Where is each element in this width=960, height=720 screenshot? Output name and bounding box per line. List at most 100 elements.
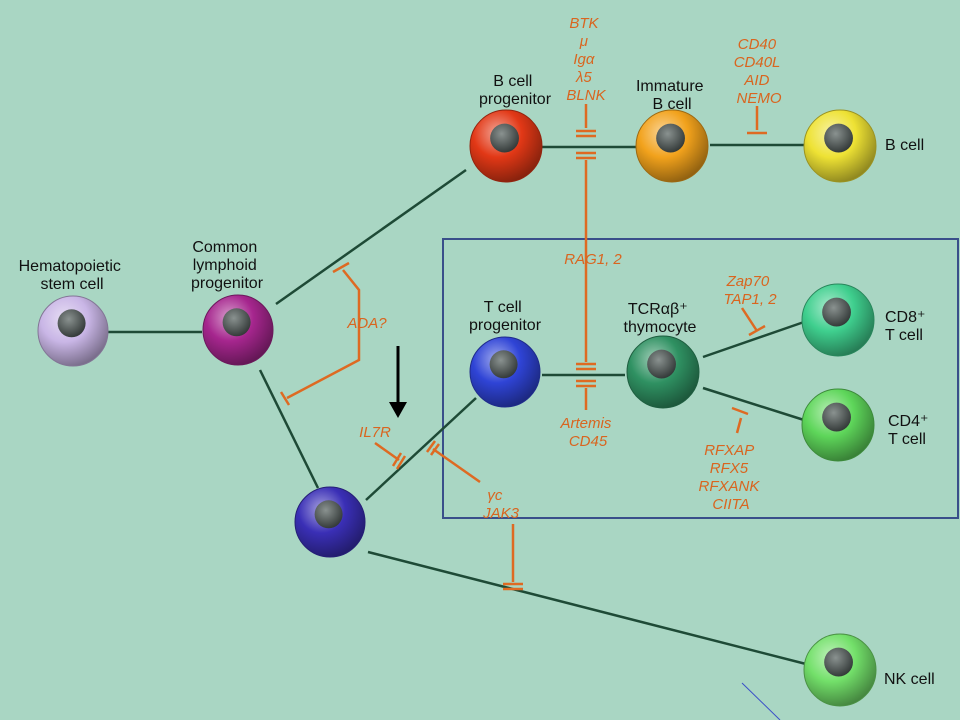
block-rfx-rfxap: RFXAP [704, 442, 754, 459]
label-nk-cell: NK cell [884, 671, 935, 688]
block-b-early-ig-alpha: Igα [573, 51, 595, 68]
label-thymocyte-line-1: TCRαβ⁺ [628, 301, 688, 318]
block-b-late-cd40: CD40 [738, 36, 777, 53]
cell-thymocyte [626, 335, 700, 409]
cell-nucleus [314, 500, 343, 529]
block-b-early-blnk: BLNK [566, 87, 606, 104]
cell-nucleus [822, 402, 851, 432]
label-thymocyte-line-2: thymocyte [624, 319, 697, 336]
block-b-late-nemo: NEMO [737, 90, 782, 107]
label-clp-line-3: progenitor [191, 275, 264, 292]
block-connectors [279, 104, 767, 591]
label-clp: Common lymphoid progenitor [191, 239, 264, 292]
block-artemis-label: Artemis [559, 415, 611, 432]
pathway-lines [108, 143, 807, 666]
block-b-early-btk: BTK [569, 15, 599, 32]
label-hsc: Hematopoietic stem cell [19, 258, 126, 293]
block-rfx-rfxank: RFXANK [698, 478, 760, 495]
pathway-nkprecursor-nkcell [367, 550, 807, 666]
ada-connector [286, 269, 361, 400]
cell-cd4 [801, 388, 875, 462]
il7r-bar-1 [391, 452, 403, 467]
pathway-clp-bprogenitor [275, 168, 467, 306]
label-b-progenitor: B cell progenitor [479, 73, 552, 108]
label-cd4-line-1: CD4⁺ [888, 413, 928, 430]
block-zap-tap: TAP1, 2 [723, 291, 777, 308]
label-immature-b: Immature B cell [636, 78, 708, 113]
cell-hsc [37, 295, 109, 367]
cell-nk-precursor [294, 486, 366, 558]
block-ada: ADA? [346, 315, 387, 332]
zap-block-bar [748, 324, 766, 337]
cell-b-cell [803, 109, 877, 183]
cell-t-progenitor [469, 336, 541, 408]
label-hsc-line-2: stem cell [40, 276, 103, 293]
block-rfx-rfx5: RFX5 [710, 460, 749, 477]
label-t-progenitor-line-1: T cell [484, 299, 522, 316]
block-b-late: CD40 CD40L AID NEMO [734, 36, 785, 107]
rfx-block-stem [735, 417, 743, 434]
block-rag: RAG1, 2 [564, 251, 622, 268]
cell-nucleus [490, 123, 519, 153]
cell-nucleus [824, 123, 853, 153]
zap-block-stem [740, 307, 759, 332]
rfx-block-bar [731, 406, 749, 416]
bottom-blue-line [741, 682, 781, 720]
block-il7r-label: IL7R [359, 424, 391, 441]
pathway-nkprecursor-tprogenitor [365, 397, 477, 501]
pathway-clp-nkprecursor [258, 369, 320, 489]
label-cd4: CD4⁺ T cell [888, 413, 933, 448]
ada-bar-bottom [279, 391, 291, 406]
cell-nucleus [489, 350, 518, 379]
label-immature-b-line-1: Immature [636, 78, 704, 95]
pathway-thymocyte-cd8 [702, 320, 805, 359]
block-b-early: BTK μ Igα λ5 BLNK [566, 15, 606, 104]
label-b-cell-line-1: B cell [885, 137, 924, 154]
block-rfx: RFXAP RFX5 RFXANK CIITA [698, 442, 763, 513]
label-cd8-line-1: CD8⁺ [885, 309, 925, 326]
il7r-stem [374, 441, 400, 462]
gamma-c-bar-2 [429, 443, 441, 456]
pathway-thymocyte-cd4 [702, 386, 805, 422]
block-gamma-c-jak3: JAK3 [482, 505, 520, 522]
label-t-progenitor: T cell progenitor [469, 299, 542, 334]
block-artemis: Artemis CD45 [559, 415, 615, 450]
block-gamma-c-label: γc [487, 487, 503, 504]
label-b-progenitor-line-2: progenitor [479, 91, 552, 108]
block-b-late-cd40l: CD40L [734, 54, 780, 71]
gamma-c-bar-1 [425, 440, 437, 453]
block-il7r: IL7R [359, 424, 391, 441]
cell-immature-b [635, 109, 709, 183]
il7r-bar-2 [395, 455, 407, 470]
down-arrow-icon [389, 346, 407, 418]
cell-nucleus [222, 308, 251, 337]
gamma-c-connector [432, 447, 481, 484]
block-b-late-aid: AID [743, 72, 769, 89]
cell-nucleus [647, 349, 676, 379]
cell-b-progenitor [469, 109, 543, 183]
block-b-early-mu: μ [579, 33, 588, 50]
label-nk-cell-line-1: NK cell [884, 671, 935, 688]
cell-nucleus [57, 309, 86, 338]
cell-nucleus [824, 647, 853, 677]
label-clp-line-2: lymphoid [193, 257, 257, 274]
block-ada-label: ADA? [346, 315, 387, 332]
block-artemis-cd45: CD45 [569, 433, 608, 450]
block-b-early-lambda5: λ5 [575, 69, 592, 86]
block-zap-zap70: Zap70 [726, 273, 770, 290]
block-rfx-ciita: CIITA [712, 496, 749, 513]
label-b-progenitor-line-1: B cell [493, 73, 532, 90]
block-gamma-c: γc JAK3 [482, 487, 520, 522]
cell-common-lymphoid-progenitor [202, 294, 274, 366]
label-hsc-line-1: Hematopoietic [19, 258, 121, 275]
block-rag-label: RAG1, 2 [564, 251, 622, 268]
label-b-cell: B cell [885, 137, 924, 154]
cell-cd8 [801, 283, 875, 357]
label-cd8-line-2: T cell [885, 327, 923, 344]
label-cd8: CD8⁺ T cell [885, 309, 930, 344]
label-t-progenitor-line-2: progenitor [469, 317, 542, 334]
ada-bar-top [332, 261, 350, 274]
cell-nk [803, 633, 877, 707]
